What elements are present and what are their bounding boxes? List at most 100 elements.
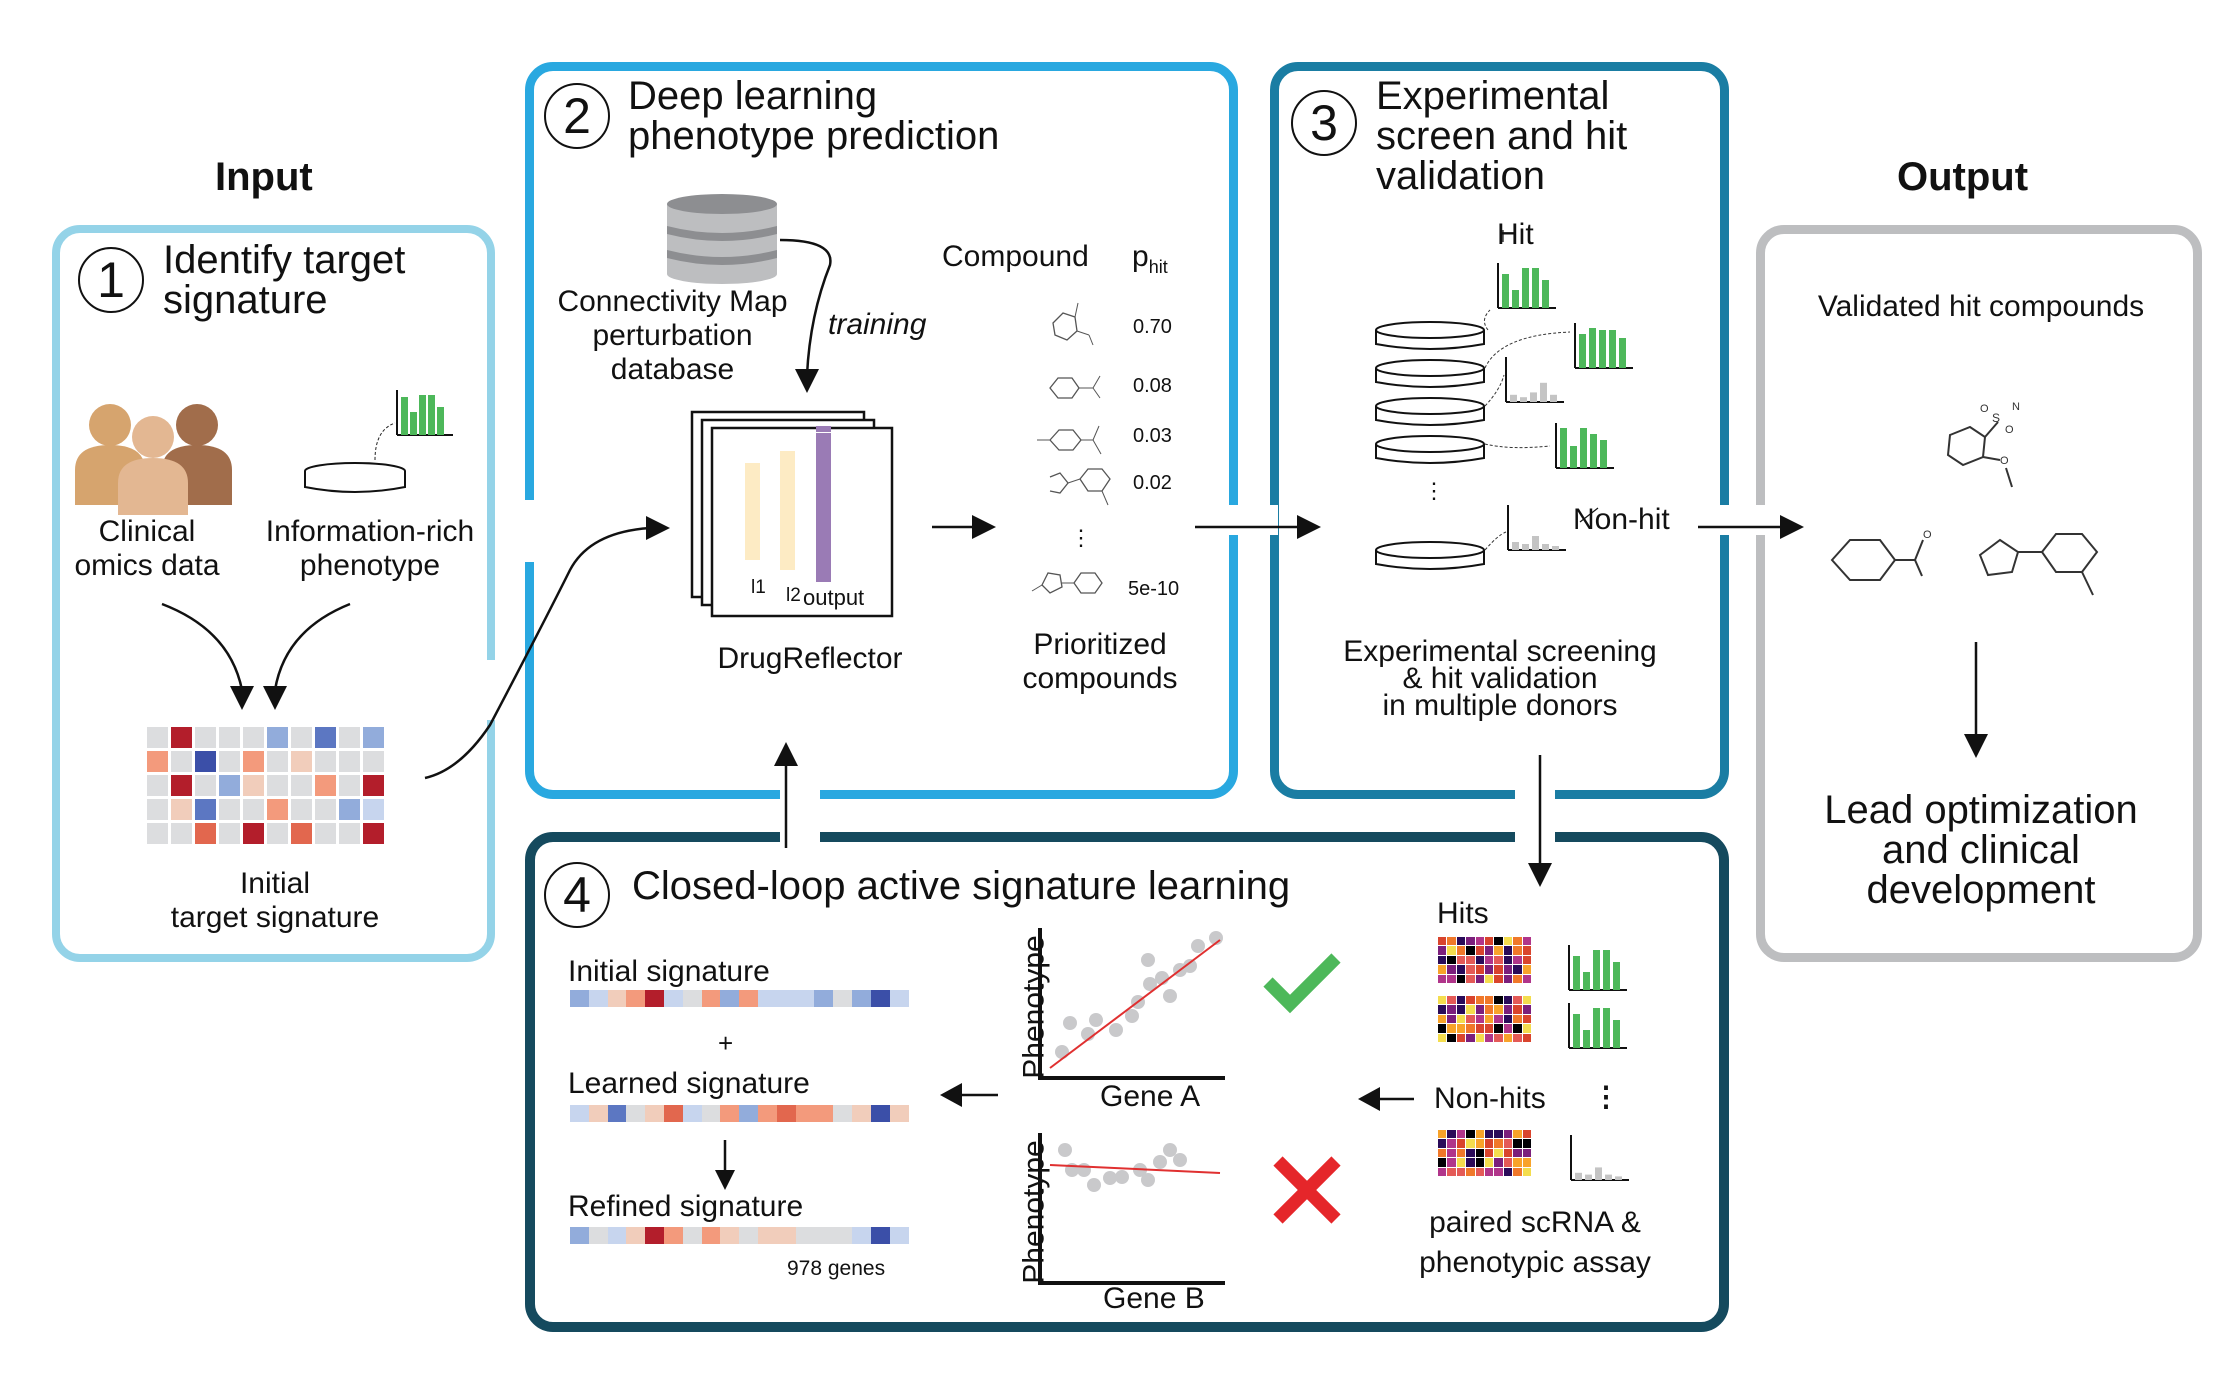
scrna-cell	[1503, 974, 1513, 983]
step2-number: 2	[544, 83, 610, 149]
scrna-cell	[1513, 1167, 1522, 1176]
heatmap-cell	[219, 775, 240, 796]
scrna-cell	[1466, 1139, 1475, 1148]
nonhit-bar	[1615, 1176, 1622, 1180]
scrna-cell	[1438, 1130, 1447, 1139]
compound-structure-piperazine-icon	[1037, 425, 1102, 455]
signature-cell	[720, 1227, 740, 1244]
scrna-cell	[1522, 1014, 1531, 1024]
scrna-cell	[1466, 1005, 1475, 1014]
screening-plates-diagram	[1375, 230, 1633, 570]
step4-number: 4	[544, 862, 610, 928]
step4-panel	[525, 832, 1729, 1332]
arrow-step3-to-step4	[1528, 755, 1552, 887]
scrna-cell	[1503, 1024, 1513, 1033]
heatmap-cell	[219, 799, 240, 820]
scrna-cell	[1485, 937, 1494, 946]
signature-cell	[588, 1227, 609, 1244]
scrna-cell	[1466, 965, 1475, 974]
nonhit-bar	[1550, 394, 1557, 402]
signature-cell	[758, 1105, 778, 1122]
scrna-cell	[1447, 996, 1456, 1005]
arrow-hits-to-plots	[1358, 1087, 1414, 1111]
scrna-cell	[1438, 1167, 1447, 1176]
signature-cell	[833, 990, 853, 1007]
signature-cell	[682, 1105, 703, 1122]
scrna-cell	[1466, 1167, 1475, 1176]
heatmap-cell	[243, 775, 264, 796]
compound-phit-4: 5e-10	[1128, 578, 1180, 600]
people-icon	[75, 404, 232, 515]
hit-bar	[1609, 330, 1616, 368]
plates-ellipsis: ⋮	[1423, 478, 1445, 503]
assay-bar-charts	[1568, 945, 1629, 1181]
compound-phit-1: 0.08	[1133, 375, 1172, 397]
scrna-cell	[1485, 946, 1494, 955]
scrna-cell	[1475, 974, 1484, 983]
scrna-cell	[1522, 937, 1531, 946]
heatmap-cell	[195, 727, 216, 748]
arrow-plots-to-signatures	[940, 1083, 998, 1107]
heatmap-cell	[339, 775, 360, 796]
nonhit-pointer	[1579, 507, 1599, 523]
drugreflector-network-icon	[690, 410, 894, 618]
scrna-cell	[1466, 1033, 1475, 1042]
signature-cell	[870, 990, 891, 1007]
scrna-cell	[1503, 1139, 1513, 1148]
hit-bar	[1589, 328, 1596, 368]
scrna-cell	[1438, 1024, 1447, 1033]
scrna-cell	[1522, 974, 1531, 983]
scrna-cell	[1447, 1130, 1456, 1139]
scrna-cell	[1485, 1158, 1494, 1167]
scrna-cell	[1503, 1033, 1513, 1042]
data-point	[1141, 1173, 1155, 1187]
hits-label: Hits	[1437, 897, 1489, 930]
signature-cell	[607, 1227, 627, 1244]
svg-text:O: O	[1923, 529, 1932, 541]
heatmap-cell	[291, 823, 312, 844]
data-point	[1183, 959, 1197, 973]
heatmap-cell	[339, 799, 360, 820]
arrow-to-refined	[715, 1140, 735, 1190]
heatmap-cell	[363, 775, 384, 796]
scrna-cell	[1447, 974, 1456, 983]
nonhits-label: Non-hits	[1434, 1082, 1546, 1115]
heatmap-cell	[363, 823, 384, 844]
heatmap-cell	[315, 751, 336, 772]
scrna-cell	[1456, 1167, 1466, 1176]
scrna-cell	[1513, 946, 1522, 955]
hit-bar	[1619, 338, 1626, 368]
scrna-cell	[1485, 1167, 1494, 1176]
heatmap-cell	[315, 823, 336, 844]
heatmap-cell	[171, 751, 192, 772]
signature-cell	[701, 1105, 721, 1122]
scrna-cell	[1494, 1139, 1503, 1148]
heatmap-cell	[315, 799, 336, 820]
heatmap-cell	[315, 727, 336, 748]
data-point	[1089, 1013, 1103, 1027]
scrna-cell	[1485, 1130, 1494, 1139]
signature-cell	[682, 990, 703, 1007]
hit-bar	[1580, 428, 1587, 468]
scrna-cell	[1494, 1005, 1503, 1014]
signature-cell	[570, 1105, 590, 1122]
hit-bar	[1583, 972, 1590, 990]
arrow-step4-to-step2	[774, 742, 798, 848]
signature-cell	[739, 1105, 759, 1122]
nonhit-bar	[1530, 392, 1537, 402]
scrna-cell	[1494, 1130, 1503, 1139]
scrna-cell	[1485, 1148, 1494, 1158]
heatmap-cell	[243, 751, 264, 772]
scrna-cell	[1513, 1148, 1522, 1158]
scrna-cell	[1438, 937, 1447, 946]
scrna-cell	[1456, 1158, 1466, 1167]
scrna-cell	[1503, 1158, 1513, 1167]
scrna-cell	[1513, 937, 1522, 946]
data-point	[1141, 953, 1155, 967]
scrna-cell	[1438, 1014, 1447, 1024]
scrna-cell	[1494, 1014, 1503, 1024]
heatmap-cell	[195, 751, 216, 772]
scrna-cell	[1485, 1024, 1494, 1033]
connector	[1484, 374, 1505, 407]
data-point	[1191, 939, 1205, 953]
